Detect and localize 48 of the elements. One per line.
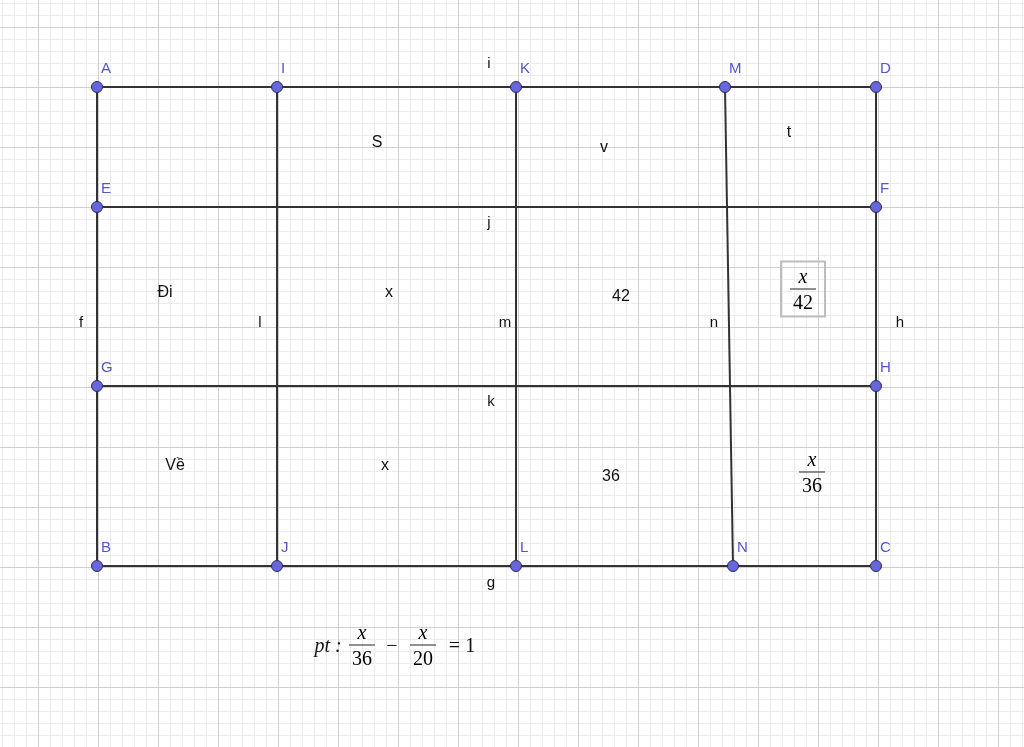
fraction: x 36 bbox=[349, 621, 375, 669]
fraction: x 20 bbox=[410, 621, 436, 669]
point-label: A bbox=[101, 59, 111, 76]
region-label: x bbox=[385, 283, 393, 301]
boxed-fraction: x 42 bbox=[780, 260, 826, 318]
point-label: E bbox=[101, 179, 111, 196]
line-segment bbox=[276, 92, 278, 561]
point-label: B bbox=[101, 538, 111, 555]
point-label: K bbox=[520, 59, 530, 76]
segment-label: m bbox=[498, 312, 512, 330]
segment-label: k bbox=[487, 391, 495, 409]
line-segment bbox=[102, 86, 871, 88]
point-label: F bbox=[880, 179, 890, 196]
region-label: S bbox=[371, 133, 383, 151]
region-label: 42 bbox=[612, 287, 630, 305]
line-segment bbox=[515, 92, 517, 561]
point-label: G bbox=[101, 358, 113, 375]
line-segment bbox=[875, 92, 877, 561]
point-label: L bbox=[520, 538, 529, 555]
region-label: 36 bbox=[602, 467, 620, 485]
region-label: t bbox=[786, 123, 792, 141]
line-segment bbox=[724, 92, 734, 561]
point-label: J bbox=[281, 538, 289, 555]
segment-label: h bbox=[895, 312, 905, 330]
point-label: M bbox=[729, 59, 742, 76]
region-label: Đi bbox=[157, 283, 173, 301]
segment-label: i bbox=[487, 53, 491, 71]
segment-label: l bbox=[258, 312, 262, 330]
region-label: x bbox=[381, 456, 389, 474]
region-label: Về bbox=[165, 456, 185, 474]
region-label: v bbox=[600, 138, 608, 156]
segment-label: n bbox=[709, 312, 719, 330]
point-label: N bbox=[737, 538, 748, 555]
equation-term: − bbox=[386, 633, 398, 657]
point-label: C bbox=[880, 538, 891, 555]
line-segment bbox=[102, 385, 871, 387]
point-label: D bbox=[880, 59, 891, 76]
equation-term: = 1 bbox=[448, 633, 476, 657]
segment-label: j bbox=[487, 212, 491, 230]
line-segment bbox=[102, 565, 871, 567]
point-label: I bbox=[281, 59, 286, 76]
point-label: H bbox=[880, 358, 891, 375]
line-segment bbox=[96, 92, 98, 561]
segment-label: g bbox=[486, 572, 496, 590]
line-segment bbox=[102, 206, 871, 208]
equation-term: pt : bbox=[314, 633, 342, 657]
fraction: x 36 bbox=[799, 448, 825, 496]
segment-label: f bbox=[78, 312, 84, 330]
